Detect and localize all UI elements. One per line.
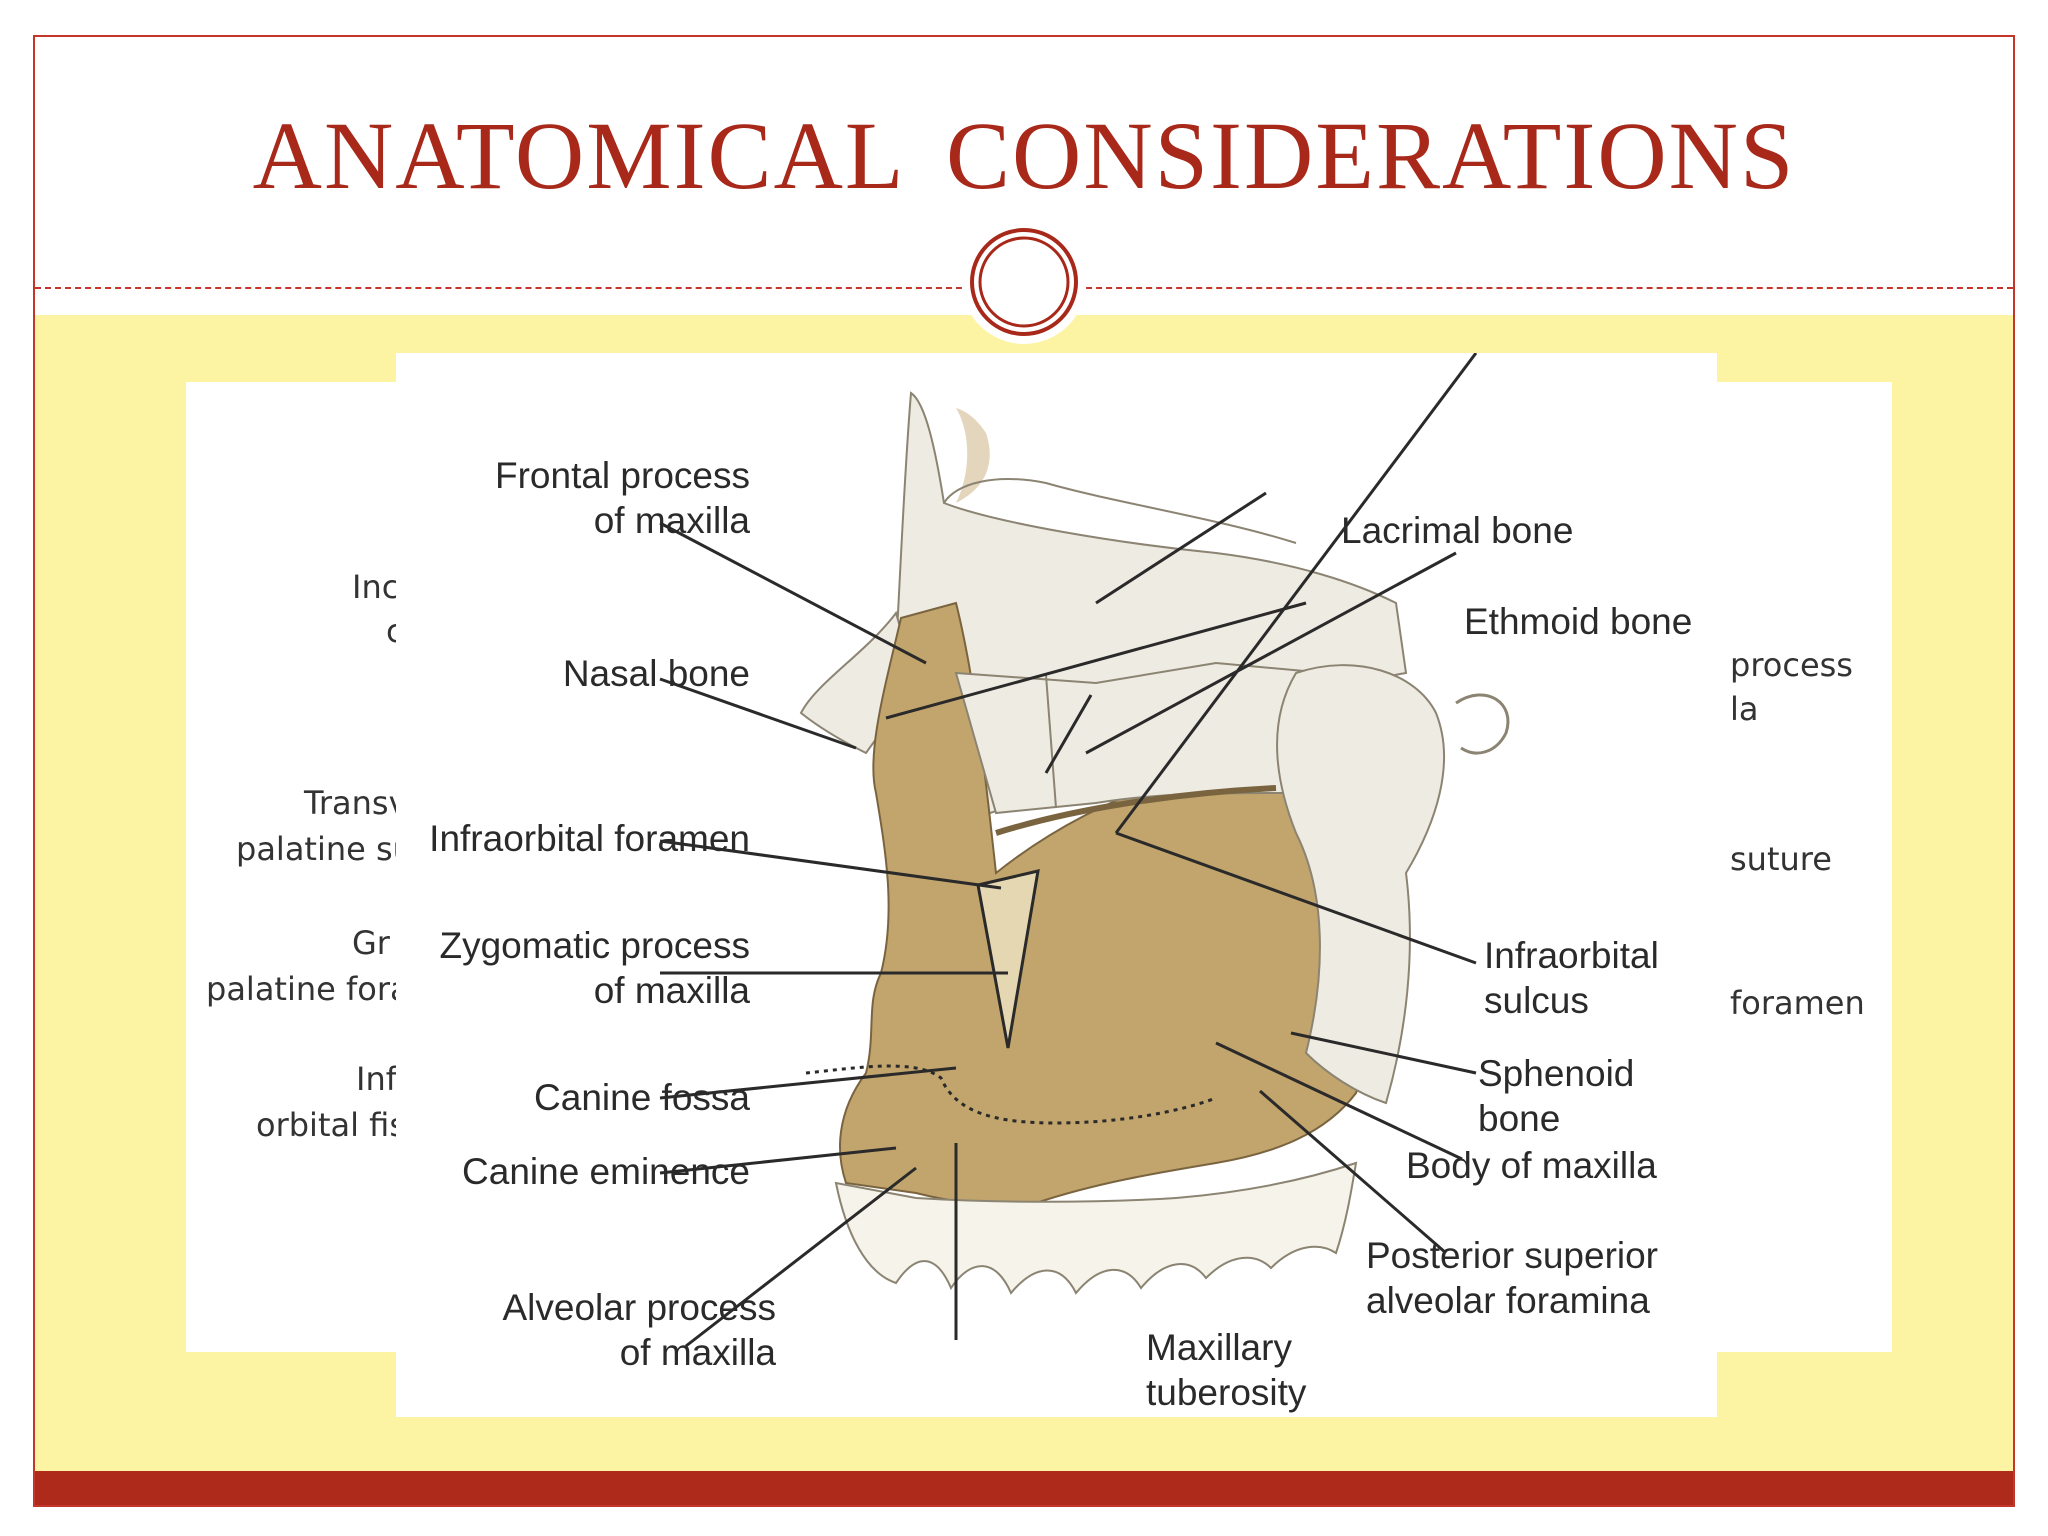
label-sphenoid-bone: Sphenoid bone (1478, 1053, 1635, 1140)
label-infraorbital-sulcus: Infraorbital sulcus (1484, 935, 1659, 1022)
background-label: palatine su (236, 830, 413, 868)
slide-title: ANATOMICAL CONSIDERATIONS (252, 102, 1796, 209)
label-nasal-bone: Nasal bone (562, 653, 750, 694)
background-label: orbital fis (256, 1106, 406, 1144)
background-label: Transv (304, 784, 408, 822)
maxilla-illustration (659, 353, 1510, 1348)
label-zygomatic-process: Zygomatic process of maxilla (439, 925, 751, 1012)
sphenoid-bone-shape (1276, 664, 1446, 1105)
background-label: Inf (356, 1060, 397, 1098)
label-frontal-process: Frontal process of maxilla (495, 455, 750, 542)
infraorbital-sulcus-groove (995, 785, 1277, 836)
zygomatic-cut-surface (976, 869, 1040, 1049)
maxilla-diagram-card: Frontal process of maxilla Nasal bone In… (396, 353, 1717, 1417)
label-maxillary-tuberosity: Maxillary tuberosity (1146, 1327, 1307, 1414)
label-lacrimal-bone: Lacrimal bone (1341, 510, 1574, 551)
skull-inner-line (943, 478, 1297, 544)
red-footer-band (35, 1471, 2013, 1505)
sphenoid-hook (1455, 693, 1510, 755)
background-label: palatine fora (206, 970, 410, 1008)
label-posterior-superior-alveolar-foramina: Posterior superior alveolar foramina (1366, 1235, 1659, 1322)
frontal-sinus-shape (956, 408, 990, 503)
background-label: suture (1730, 840, 1832, 878)
background-label: Inc (352, 568, 400, 606)
background-label: la (1730, 690, 1759, 728)
label-infraorbital-foramen: Infraorbital foramen (429, 818, 750, 859)
label-canine-fossa: Canine fossa (534, 1077, 750, 1118)
label-ethmoid-bone: Ethmoid bone (1464, 601, 1693, 642)
label-body-of-maxilla: Body of maxilla (1406, 1145, 1657, 1186)
circle-ornament-icon (962, 220, 1086, 344)
background-label: foramen (1730, 984, 1865, 1022)
background-label: Gr (352, 924, 390, 962)
label-canine-eminence: Canine eminence (462, 1151, 750, 1192)
label-alveolar-process: Alveolar process of maxilla (502, 1287, 776, 1374)
teeth-row (834, 1161, 1358, 1295)
background-label: process (1730, 646, 1853, 684)
canine-fossa-dotted-line (805, 1064, 1217, 1125)
